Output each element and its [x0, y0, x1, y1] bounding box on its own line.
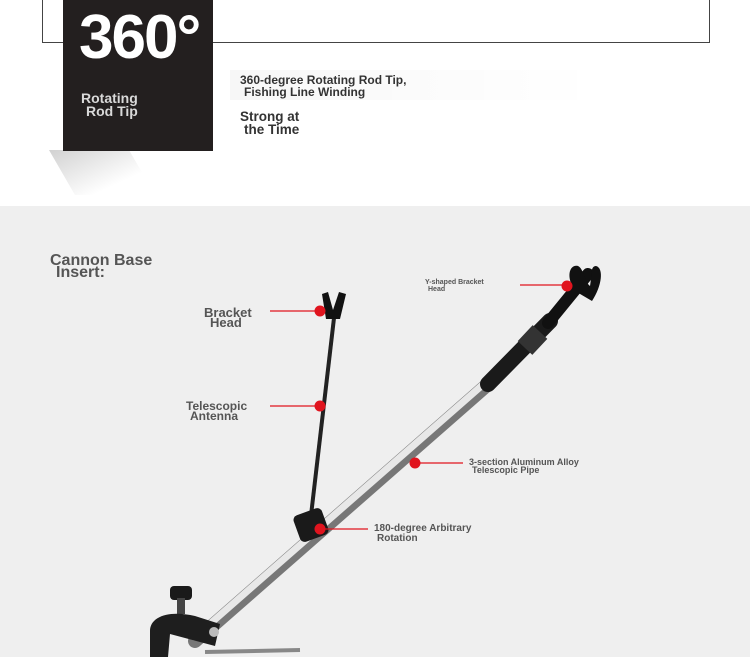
callout-telescopic-antenna: [270, 400, 326, 412]
label-bracket-head-line1: Bracket: [204, 305, 252, 320]
aluminum-pipe-highlight: [191, 370, 499, 641]
rod-holder-illustration: [150, 265, 601, 657]
pipe-upper-joint: [517, 325, 548, 355]
label-rotation-line2: Rotation: [377, 533, 418, 544]
feature-text: 360-degree Rotating Rod Tip, Fishing Lin…: [240, 74, 406, 98]
clamp-screw: [177, 598, 185, 614]
header-frame: [42, 0, 710, 43]
label-antenna-line1: Telescopic: [186, 399, 248, 413]
label-rotation-line1: 180-degree Arbitrary: [374, 523, 472, 534]
label-rotation: 180-degree Arbitrary Rotation: [374, 524, 471, 544]
label-bracket-head-line2: Head: [210, 315, 242, 330]
label-y-bracket-line2: Head: [428, 286, 446, 293]
badge-caption-line1: Rotating: [81, 90, 138, 106]
bracket-head: [322, 292, 346, 319]
diagram-section: Cannon Base Insert: Bracket Head Telesco…: [0, 206, 750, 657]
callout-rotation: [314, 523, 368, 535]
strong-line2: the Time: [244, 122, 300, 137]
diagram-title: Cannon Base Insert:: [50, 252, 153, 281]
label-pipe: 3-section Aluminum Alloy Telescopic Pipe: [469, 457, 579, 475]
strong-line1: Strong at: [240, 109, 300, 124]
base-plate: [204, 648, 301, 654]
clamp-body: [150, 613, 220, 657]
feature-line1: 360-degree Rotating Rod Tip,: [240, 73, 407, 87]
callout-pipe: [409, 457, 463, 469]
label-y-bracket: Y-shaped Bracket Head: [425, 279, 484, 293]
badge-caption: Rotating Rod Tip: [81, 90, 191, 119]
telescopic-antenna: [308, 317, 336, 525]
label-bracket-head: Bracket Head: [204, 305, 252, 330]
badge-caption-line2: Rod Tip: [86, 103, 138, 119]
diagram-title-line2: Insert:: [56, 264, 105, 281]
badge-number: 360°: [79, 3, 201, 72]
badge-shadow: [49, 150, 155, 195]
diagram-title-line1: Cannon Base: [50, 252, 153, 269]
label-y-bracket-line1: Y-shaped Bracket: [425, 279, 484, 286]
header-section: 360° Rotating Rod Tip 360-degree Rotatin…: [0, 0, 750, 206]
label-pipe-line2: Telescopic Pipe: [472, 465, 540, 475]
feature-line2: Fishing Line Winding: [244, 85, 366, 99]
callout-bracket-head: [270, 305, 326, 317]
clamp-bolt: [209, 627, 219, 637]
feature-glow: [230, 70, 600, 100]
label-telescopic-antenna: Telescopic Antenna: [186, 399, 248, 423]
callout-y-bracket: [520, 280, 573, 292]
y-bracket-head: [569, 265, 601, 301]
rotation-badge: 360° Rotating Rod Tip: [63, 0, 213, 151]
label-antenna-line2: Antenna: [190, 409, 238, 423]
clamp-knob: [170, 586, 192, 600]
strong-text: Strong at the Time: [240, 109, 300, 137]
rotation-joint: [293, 508, 329, 542]
label-pipe-line1: 3-section Aluminum Alloy: [469, 457, 579, 467]
pipe-upper-black-section: [480, 313, 558, 392]
